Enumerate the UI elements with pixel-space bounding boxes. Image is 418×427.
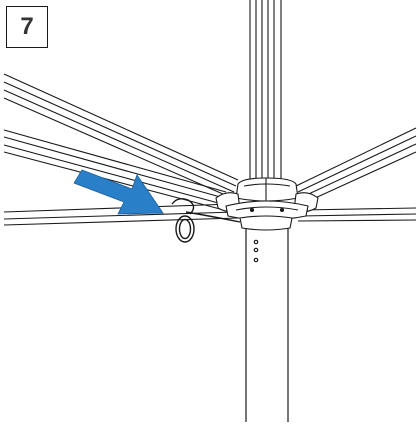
rib-upper-left-edge-2 — [3, 81, 237, 187]
rib-mid-left-edge-1 — [3, 129, 227, 193]
rib-upper-right-edge-2 — [297, 135, 417, 193]
hub-collar — [239, 215, 293, 231]
rib-low-right-edge-1 — [301, 207, 417, 211]
pull-ring — [171, 197, 241, 243]
rib-mid-left-edge-3 — [3, 144, 223, 205]
step-number: 7 — [20, 13, 34, 40]
pole-hole-1 — [253, 239, 259, 245]
pull-ring-wire — [185, 211, 241, 223]
rib-upper-left-edge-4 — [3, 97, 233, 199]
rib-low-right-edge-2 — [299, 213, 417, 217]
hub-ring-detail — [235, 206, 299, 211]
arrow-icon — [73, 169, 164, 215]
hub — [215, 177, 319, 231]
rib-upper-right-edge-3 — [299, 143, 417, 199]
pole-hole-3 — [253, 257, 259, 263]
pull-ring-hook — [171, 197, 195, 215]
rib-upper-left-edge-1 — [3, 73, 239, 181]
hub-crown — [235, 177, 299, 202]
lower-pole — [245, 226, 289, 422]
pull-ring-loop-inner — [178, 218, 192, 240]
arrow-shape — [73, 169, 164, 215]
rib-upper-right-edge-1 — [295, 127, 417, 187]
step-number-badge: 7 — [6, 6, 48, 48]
rib-low-left-edge-3 — [3, 217, 239, 226]
rib-upper-right-edge-4 — [301, 151, 417, 205]
upper-pole — [249, 0, 282, 186]
right-ribs — [295, 127, 417, 222]
rib-mid-left-edge-2 — [3, 136, 225, 199]
rib-low-right-edge-3 — [297, 219, 417, 222]
rib-low-left-edge-2 — [3, 211, 237, 220]
pole-hole-2 — [253, 247, 259, 253]
pull-ring-loop — [175, 215, 195, 243]
hub-rivet-2 — [279, 207, 285, 213]
left-ribs — [3, 73, 239, 226]
hub-rivet-1 — [249, 207, 255, 213]
rib-upper-left-edge-3 — [3, 89, 235, 193]
rib-low-left-edge-1 — [3, 203, 233, 213]
